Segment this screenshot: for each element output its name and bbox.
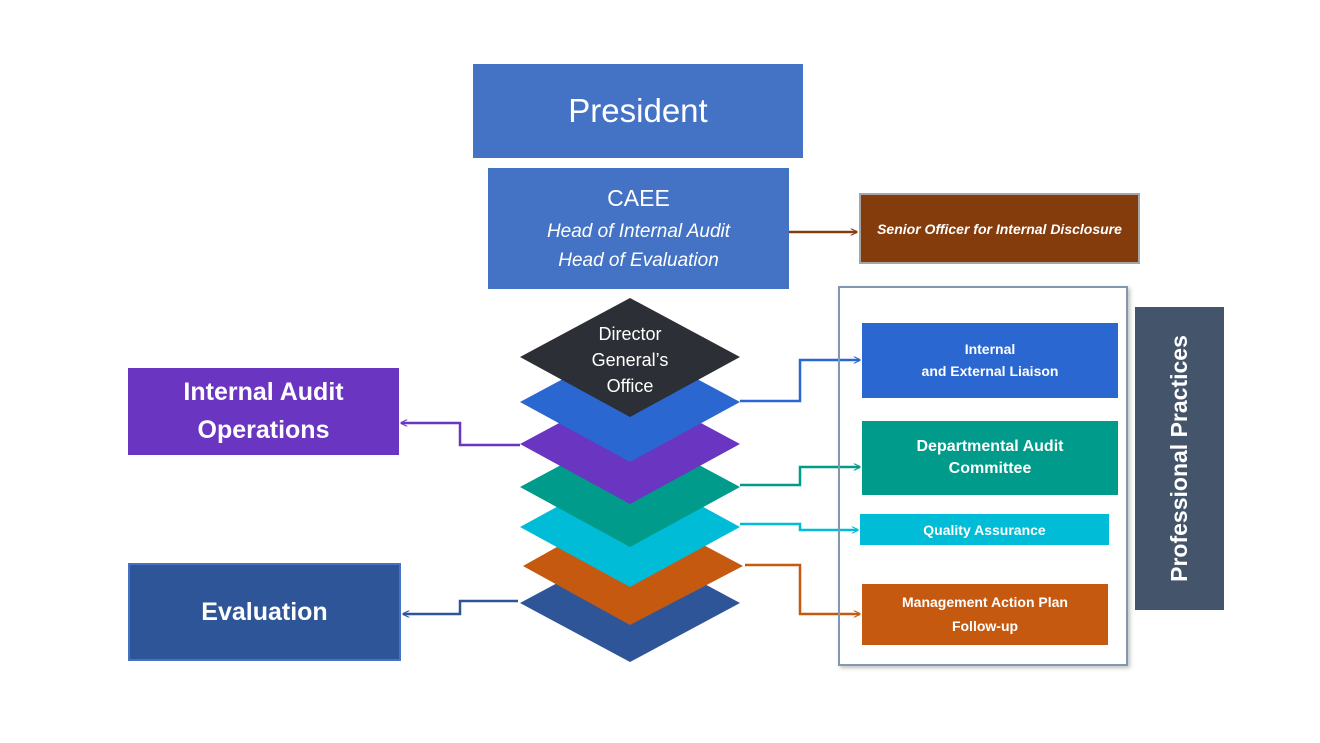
evaluation-label: Evaluation [201, 597, 328, 626]
connector-internal-audit-operations [401, 423, 520, 447]
caee-role-audit: Head of Internal Audit [546, 220, 731, 242]
quality-assurance-label: Quality Assurance [923, 521, 1046, 538]
iao-label-1: Internal Audit [183, 378, 344, 406]
internal-audit-operations-box: Internal Audit Operations [128, 368, 399, 455]
liaison-label-1: Internal [964, 340, 1016, 357]
connector-dac [740, 467, 860, 487]
caee-title: CAEE [607, 185, 670, 212]
map-label-2: Follow-up [951, 617, 1019, 634]
iao-label-2: Operations [197, 415, 330, 444]
layer-dg-office [520, 298, 740, 417]
professional-practices-label: Professional Practices [1166, 335, 1193, 582]
dac-label-2: Committee [948, 460, 1032, 477]
caee-box: CAEE Head of Internal Audit Head of Eval… [488, 168, 789, 289]
dg-office-label-3: Office [607, 376, 654, 396]
liaison-label-2: and External Liaison [921, 362, 1059, 379]
connector-liaison [740, 360, 860, 403]
caee-role-evaluation: Head of Evaluation [558, 250, 719, 272]
senior-officer-box: Senior Officer for Internal Disclosure [859, 193, 1140, 264]
dg-office-label-2: General’s [592, 350, 669, 370]
connector-map [745, 563, 860, 614]
dg-office-label-1: Director [598, 324, 661, 344]
senior-officer-label: Senior Officer for Internal Disclosure [877, 220, 1122, 237]
professional-practices-box: Professional Practices [1135, 307, 1224, 610]
president-label: President [568, 92, 708, 129]
president-box: President [473, 64, 803, 158]
liaison-box: Internal and External Liaison [862, 323, 1118, 398]
management-action-plan-box: Management Action Plan Follow-up [862, 584, 1108, 645]
map-label-1: Management Action Plan [902, 593, 1068, 610]
connector-qa [740, 522, 858, 530]
connector-evaluation [403, 599, 518, 614]
professional-practices-frame [838, 286, 1128, 666]
dac-label-1: Departmental Audit [916, 437, 1064, 455]
quality-assurance-box: Quality Assurance [860, 514, 1109, 545]
evaluation-box: Evaluation [128, 563, 401, 661]
departmental-audit-committee-box: Departmental Audit Committee [862, 421, 1118, 495]
